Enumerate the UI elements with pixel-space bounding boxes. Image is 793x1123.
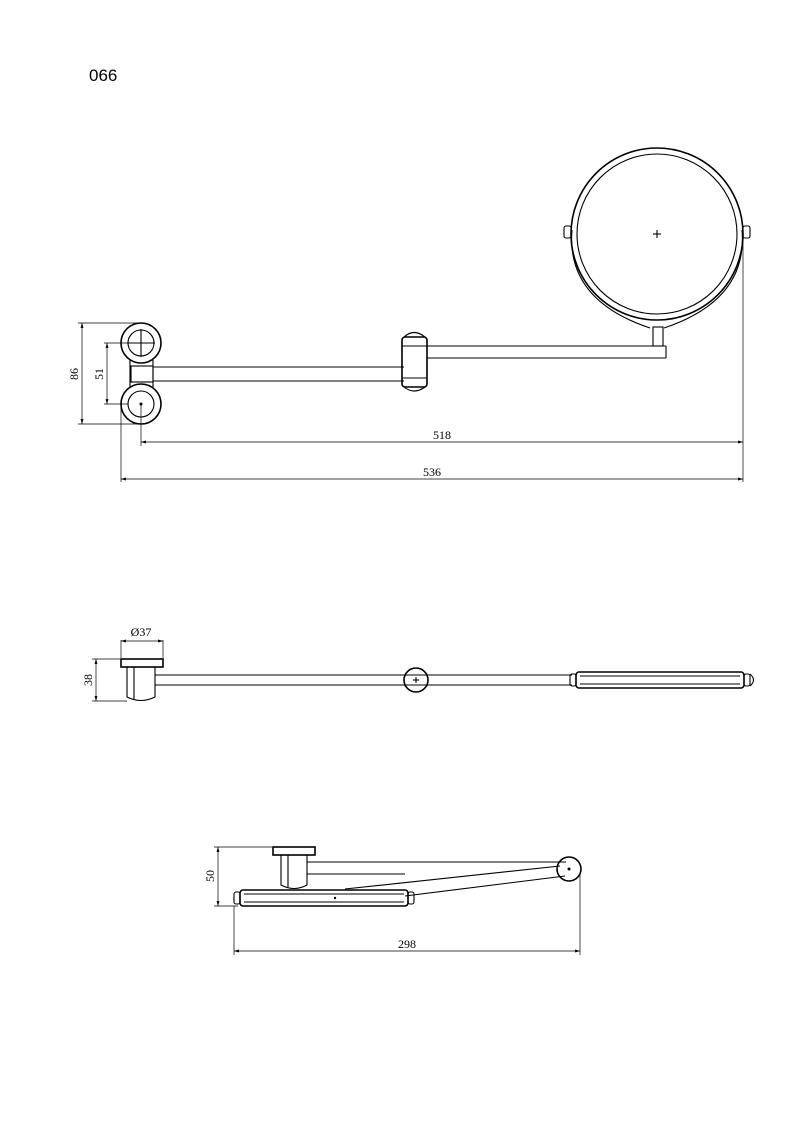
folded-view: 50 298 [203, 846, 582, 955]
front-view: 86 51 518 536 [67, 147, 751, 482]
dimension-d37-label: Ø37 [131, 625, 152, 639]
dimension-38: 38 [81, 658, 127, 702]
top-view: Ø37 38 [81, 625, 755, 702]
arm-joint-front [401, 331, 428, 392]
arm-segment-1 [153, 366, 404, 382]
model-number: 066 [89, 66, 118, 85]
dimension-536: 536 [120, 404, 743, 482]
dimension-38-label: 38 [81, 674, 95, 686]
dimension-86: 86 [67, 322, 141, 425]
dimension-d37: Ø37 [120, 625, 164, 658]
dimension-51: 51 [92, 342, 128, 405]
dimension-298: 298 [233, 872, 581, 955]
arm-top [155, 667, 572, 693]
wall-mount-front [120, 322, 162, 425]
dimension-50: 50 [203, 846, 272, 907]
arm-segment-2 [427, 326, 667, 359]
mirror-front [563, 147, 751, 329]
dimension-298-label: 298 [398, 937, 416, 951]
wall-mount-top [120, 658, 164, 702]
dimension-50-label: 50 [203, 870, 217, 882]
dimension-536-label: 536 [423, 465, 441, 479]
dimension-86-label: 86 [67, 368, 81, 380]
dimension-518-label: 518 [433, 428, 451, 442]
arm-folded [307, 856, 582, 897]
wall-mount-folded [272, 846, 316, 890]
dimension-518: 518 [140, 238, 744, 482]
mirror-top [569, 671, 755, 689]
dimension-51-label: 51 [92, 368, 106, 380]
mirror-folded [233, 889, 415, 907]
